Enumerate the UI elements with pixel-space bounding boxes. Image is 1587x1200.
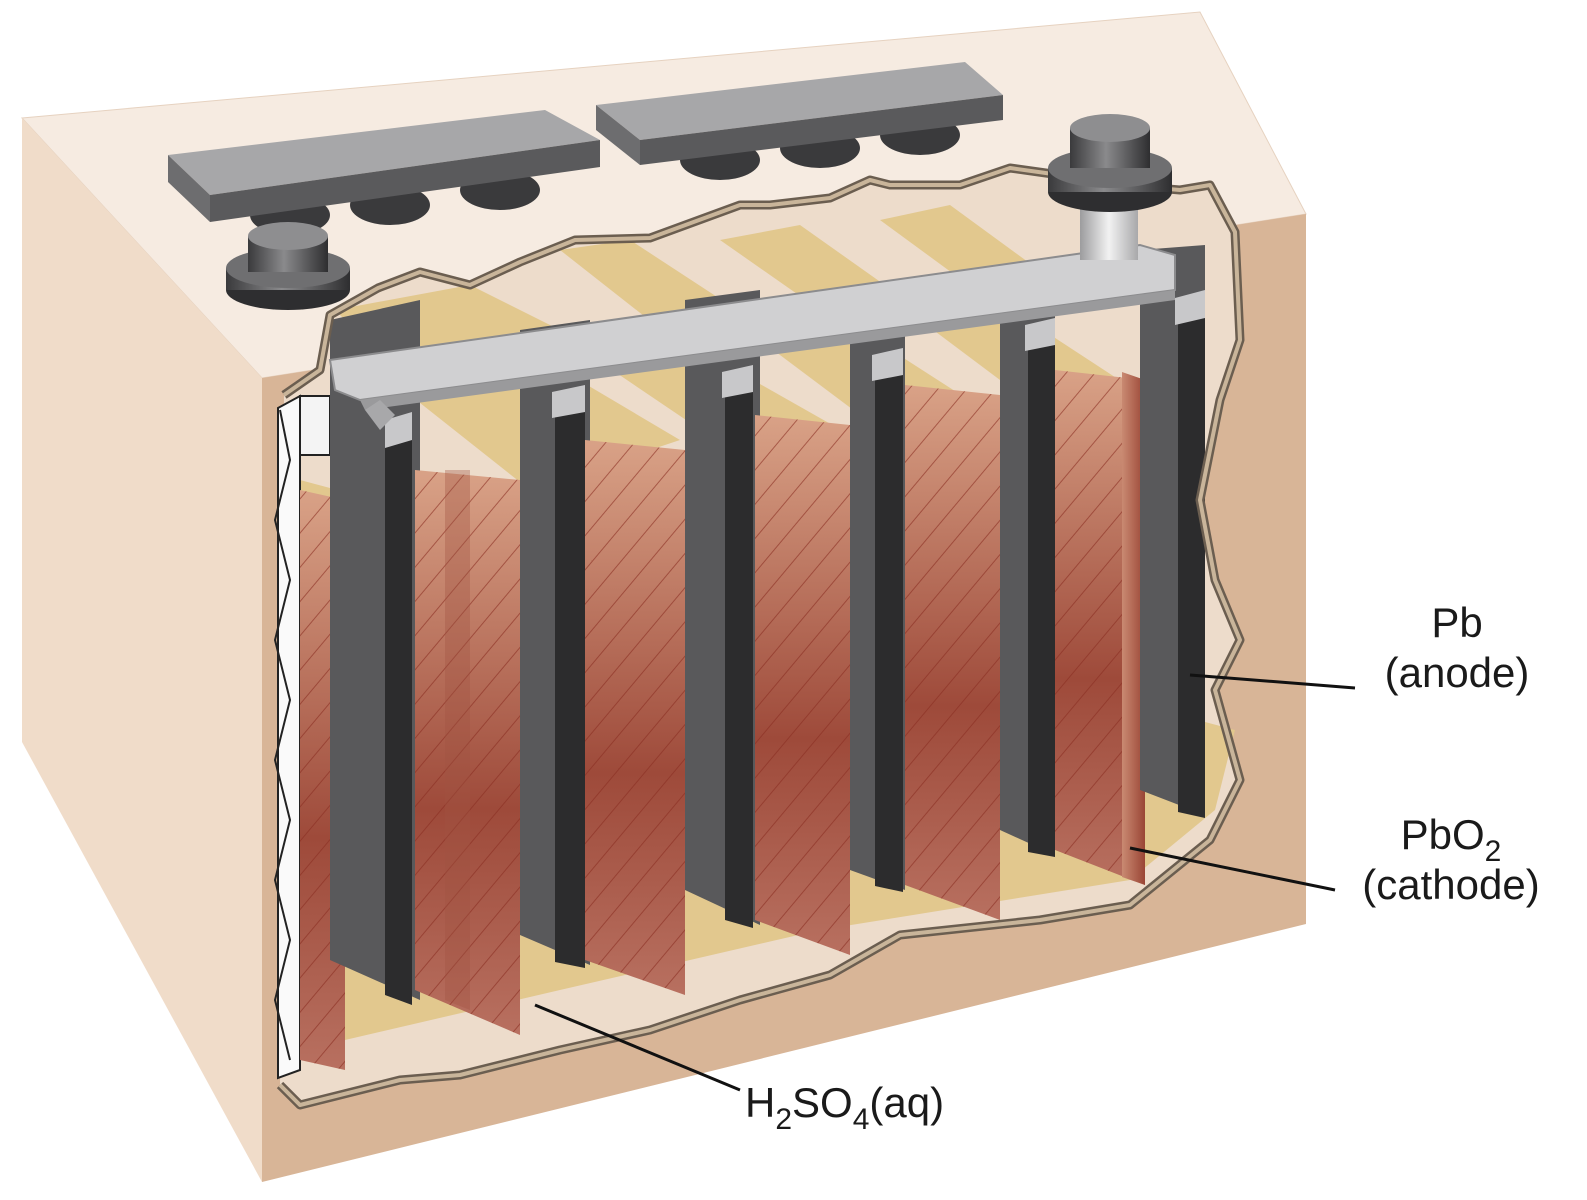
case-front <box>22 118 262 1182</box>
separator-panel <box>273 394 331 1080</box>
electrolyte-label: H2SO4(aq) <box>745 1079 945 1136</box>
anode-plate-3 <box>685 290 760 928</box>
anode-plate-5 <box>1000 262 1055 857</box>
cathode-role: (cathode) <box>1362 861 1540 908</box>
anode-role: (anode) <box>1384 649 1530 696</box>
electrolyte-leader-line <box>534 1003 741 1092</box>
terminal-post-right <box>1048 114 1172 260</box>
cathode-plate-5 <box>905 385 1000 920</box>
anode-leader-line <box>1189 673 1356 690</box>
anode-plate-2 <box>520 320 590 968</box>
cathode-label: PbO2 (cathode) <box>1338 810 1564 910</box>
anode-label: Pb (anode) <box>1362 598 1552 698</box>
vent-cover-right <box>596 62 1003 180</box>
terminal-post-left <box>226 222 350 310</box>
cell-connector-bar <box>328 243 1176 430</box>
cathode-plate-2 <box>415 470 520 1035</box>
anode-plate-4 <box>850 280 905 892</box>
cathode-name: PbO2 <box>1400 811 1502 868</box>
anode-name: Pb <box>1431 599 1483 646</box>
cathode-plate-3 <box>585 440 685 995</box>
cathode-leader-line <box>1129 846 1336 892</box>
vent-cover-left <box>168 110 600 235</box>
anode-plate-1 <box>330 300 420 1005</box>
anode-plate-6 <box>1140 245 1205 818</box>
cathode-plate-6 <box>1055 370 1145 885</box>
cathode-plate-4 <box>755 415 850 955</box>
